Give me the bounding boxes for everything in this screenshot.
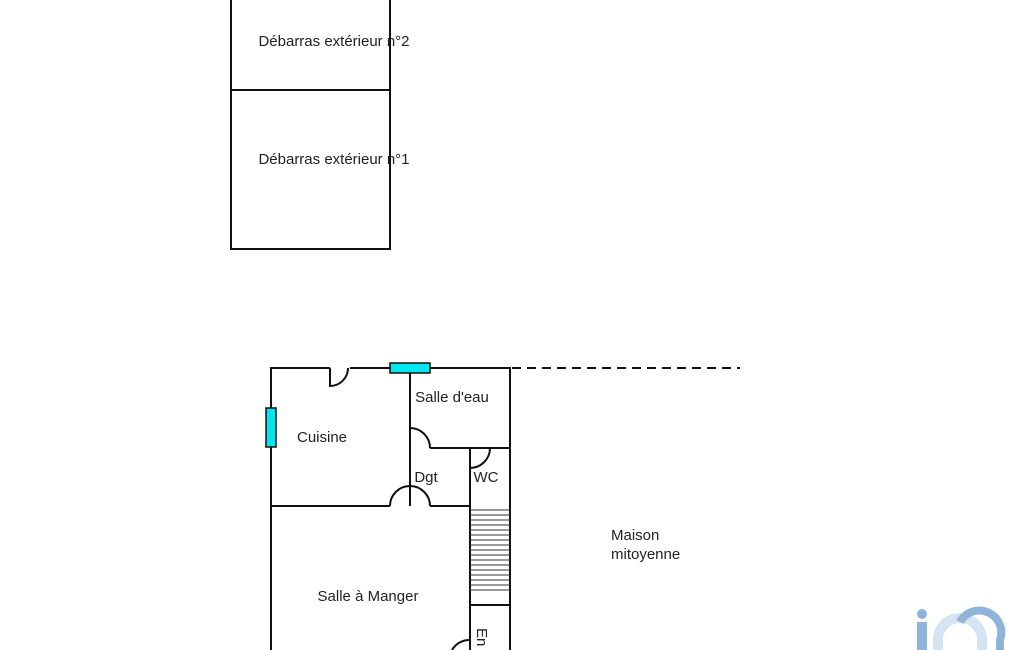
outer-wall xyxy=(270,367,511,650)
label-cuisine: Cuisine xyxy=(297,429,347,446)
kitchen-door-swing xyxy=(329,367,349,388)
label-salle-a-manger: Salle à Manger xyxy=(318,588,419,605)
label-maison-1: Maison xyxy=(611,527,659,544)
label-debarras-2: Débarras extérieur n°2 xyxy=(258,33,409,50)
door-entree xyxy=(451,638,471,650)
brand-logo xyxy=(917,606,1006,650)
door-salle-deau xyxy=(409,427,431,449)
debarras-1-room xyxy=(230,89,391,250)
door-dgt-manger xyxy=(389,485,431,507)
door-wc xyxy=(469,447,491,469)
window-left xyxy=(265,407,277,448)
label-wc: WC xyxy=(474,469,499,486)
label-maison-2: mitoyenne xyxy=(611,546,680,563)
label-dgt: Dgt xyxy=(414,469,438,486)
label-entree: En xyxy=(473,628,490,646)
stairs xyxy=(470,509,510,591)
label-salle-deau: Salle d'eau xyxy=(415,389,489,406)
window-top xyxy=(389,362,431,374)
label-debarras-1: Débarras extérieur n°1 xyxy=(258,151,409,168)
